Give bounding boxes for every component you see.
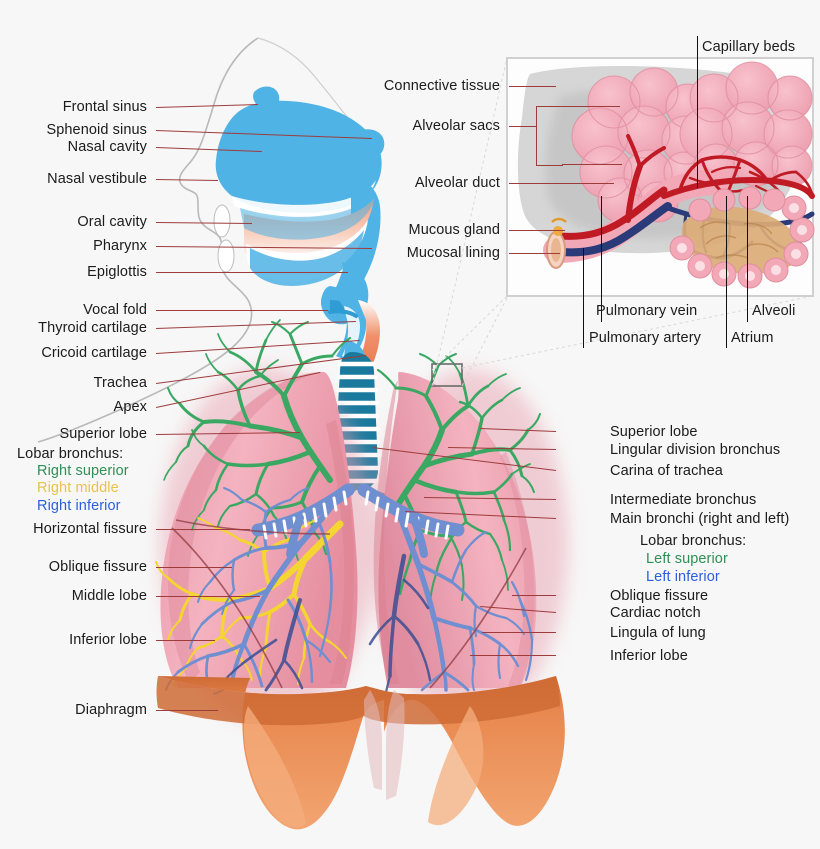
label-trachea: Trachea <box>93 374 147 391</box>
label-oral-cavity: Oral cavity <box>77 213 147 230</box>
leader-lingula-of-lung <box>482 632 556 633</box>
label-cardiac-notch: Cardiac notch <box>610 604 701 621</box>
label-alveolar-duct: Alveolar duct <box>414 174 500 191</box>
label-inferior-lobe-right: Inferior lobe <box>69 631 147 648</box>
label-vocal-fold: Vocal fold <box>83 301 147 318</box>
label-alveolar-sacs: Alveolar sacs <box>412 117 500 134</box>
label-carina-of-trachea: Carina of trachea <box>610 462 723 479</box>
leader-alveolar-sacs-lower <box>562 164 622 165</box>
label-sphenoid-sinus: Sphenoid sinus <box>46 121 147 138</box>
label-right-lobar-bronchus-heading: Lobar bronchus: <box>640 532 747 549</box>
label-inferior-lobe-left: Inferior lobe <box>610 647 688 664</box>
label-lingula-of-lung: Lingula of lung <box>610 624 706 641</box>
label-oblique-fissure-right: Oblique fissure <box>48 558 147 575</box>
label-alveoli: Alveoli <box>752 302 796 319</box>
label-middle-lobe: Middle lobe <box>71 587 147 604</box>
label-nasal-cavity: Nasal cavity <box>67 138 147 155</box>
leader-inferior-lobe-left <box>470 655 556 656</box>
leader-alveolar-sacs-upper <box>562 106 620 107</box>
label-pulmonary-vein: Pulmonary vein <box>596 302 698 319</box>
leader-oblique-fissure-left <box>512 595 556 596</box>
leader-epiglottis <box>156 272 348 273</box>
label-connective-tissue: Connective tissue <box>383 77 500 94</box>
alveoli-tan-cluster <box>669 186 815 289</box>
label-lingular-division-bronchus: Lingular division bronchus <box>610 441 781 458</box>
label-oblique-fissure-left: Oblique fissure <box>610 587 709 604</box>
label-left-inferior: Left inferior <box>646 568 720 585</box>
label-right-middle: Right middle <box>37 479 119 496</box>
label-intermediate-bronchus: Intermediate bronchus <box>610 491 757 508</box>
left-superior-bronchial-tree <box>376 353 541 609</box>
label-epiglottis: Epiglottis <box>87 263 147 280</box>
alveoli-inset-illustration <box>506 57 815 297</box>
pointer-atrium <box>726 196 727 348</box>
leader-oblique-fissure-right <box>156 567 232 568</box>
label-left-lobar-bronchus-heading: Lobar bronchus: <box>17 445 124 462</box>
label-mucosal-lining: Mucosal lining <box>406 244 500 261</box>
label-apex: Apex <box>113 398 147 415</box>
label-mucous-gland: Mucous gland <box>408 221 500 238</box>
leader-mucosal-lining <box>509 253 560 254</box>
label-horizontal-fissure: Horizontal fissure <box>33 520 147 537</box>
label-nasal-vestibule: Nasal vestibule <box>47 170 147 187</box>
label-pulmonary-artery: Pulmonary artery <box>589 329 701 346</box>
leader-alveolar-sacs <box>509 126 536 127</box>
label-right-inferior: Right inferior <box>37 497 121 514</box>
label-main-bronchi: Main bronchi (right and left) <box>610 510 790 527</box>
label-superior-lobe-right: Superior lobe <box>59 425 147 442</box>
alveolar-sacs-bracket <box>536 106 563 166</box>
label-cricoid-cartilage: Cricoid cartilage <box>41 344 147 361</box>
alveolar-sac-cluster-right <box>679 61 813 189</box>
leader-horizontal-fissure <box>156 529 250 530</box>
pointer-alveoli <box>747 196 748 322</box>
label-frontal-sinus: Frontal sinus <box>62 98 147 115</box>
leader-vocal-fold <box>156 310 328 311</box>
inset-connector-lines <box>431 57 814 387</box>
main-bronchi <box>251 483 465 558</box>
zoom-region-indicator <box>431 363 463 387</box>
upper-airway-blue <box>213 86 385 392</box>
pointer-pulmonary-vein <box>601 196 602 322</box>
leader-middle-lobe <box>156 596 260 597</box>
leader-alveolar-duct <box>509 183 614 184</box>
pointer-capillary-beds <box>697 36 698 188</box>
label-atrium: Atrium <box>731 329 774 346</box>
pointer-pulmonary-artery <box>583 248 584 348</box>
leader-diaphragm <box>156 710 218 711</box>
leader-connective-tissue <box>509 86 556 87</box>
label-capillary-beds: Capillary beds <box>702 38 796 55</box>
leader-inferior-lobe-right <box>156 640 215 641</box>
label-pharynx: Pharynx <box>93 237 147 254</box>
label-right-superior: Right superior <box>37 462 129 479</box>
label-diaphragm: Diaphragm <box>75 701 147 718</box>
left-lung-pulmonary-vessels <box>368 553 432 696</box>
label-left-superior: Left superior <box>646 550 728 567</box>
label-thyroid-cartilage: Thyroid cartilage <box>38 319 147 336</box>
label-superior-lobe-left: Superior lobe <box>610 423 698 440</box>
right-lung <box>160 367 376 723</box>
leader-mucous-gland <box>509 230 565 231</box>
diaphragm <box>156 676 565 830</box>
